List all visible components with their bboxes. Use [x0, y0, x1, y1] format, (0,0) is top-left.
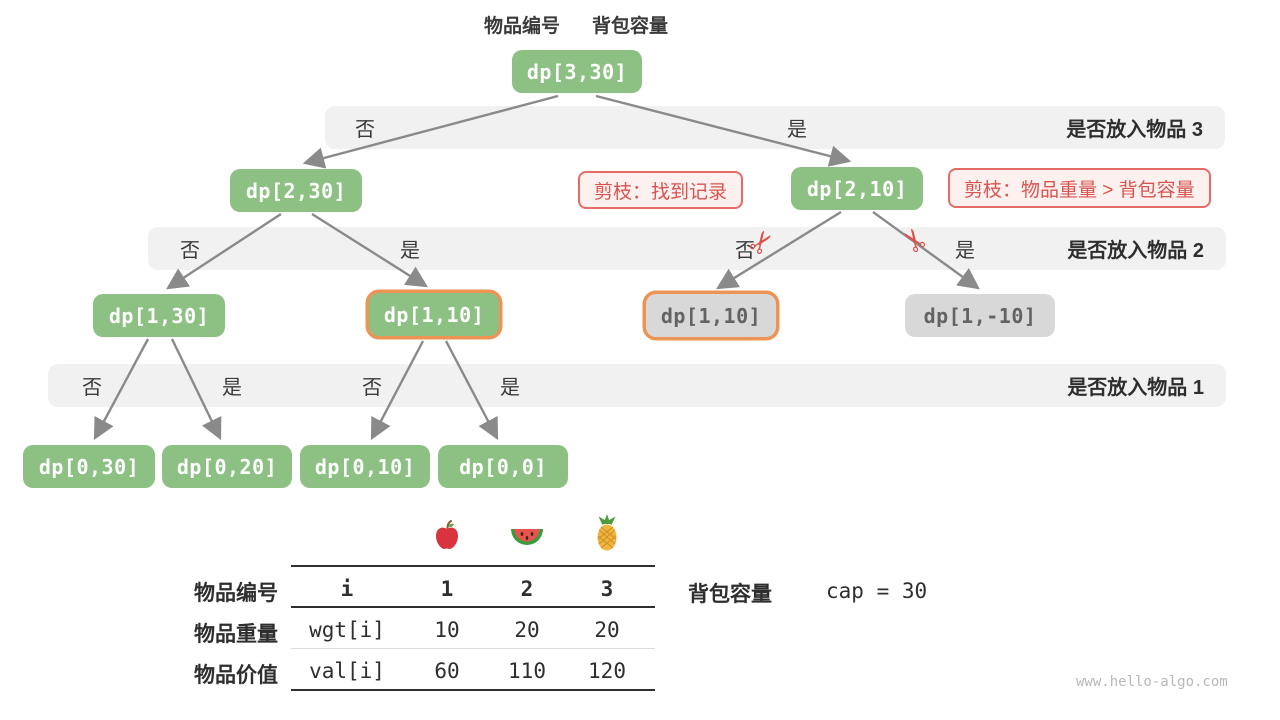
decision-band-item1: 否 是 否 是 是否放入物品 1: [48, 364, 1226, 407]
band1-no2-label: 否: [362, 377, 382, 399]
table-header-row-label: 物品编号: [194, 582, 278, 605]
table-value-col1: 60: [434, 659, 460, 683]
table-value-row-label: 物品价值: [194, 664, 278, 687]
table-header-col2: 2: [520, 577, 534, 601]
table-value-code: val[i]: [309, 659, 385, 683]
band2-right-label: 是否放入物品 2: [1067, 240, 1204, 262]
node-dp-2-30: dp[2,30]: [230, 169, 362, 212]
decision-band-item2: 否 是 否 是 是否放入物品 2: [148, 227, 1226, 270]
table-weight-col3: 20: [594, 618, 620, 642]
node-dp-0-0: dp[0,0]: [438, 445, 568, 488]
table-weight-col2: 20: [514, 618, 540, 642]
band1-no1-label: 否: [82, 377, 102, 399]
table-header-col1: 1: [440, 577, 454, 601]
pineapple-icon: [597, 514, 617, 551]
top-label-item-number: 物品编号: [484, 16, 561, 37]
band1-yes1-label: 是: [222, 377, 242, 399]
table-weight-code: wgt[i]: [309, 618, 385, 642]
table-weight-col1: 10: [434, 618, 460, 642]
band2-yes2-label: 是: [955, 240, 975, 262]
band2-yes1-label: 是: [400, 240, 420, 262]
node-dp-1-30: dp[1,30]: [93, 294, 225, 337]
table-rule-separator: [291, 648, 655, 649]
band3-yes-label: 是: [787, 119, 807, 141]
watermark: www.hello-algo.com: [1076, 674, 1228, 690]
band1-right-label: 是否放入物品 1: [1067, 377, 1204, 399]
node-dp-0-20: dp[0,20]: [162, 445, 292, 488]
node-dp-2-10: dp[2,10]: [791, 167, 923, 210]
table-rule-header: [291, 606, 655, 608]
node-dp-1-10-memo: dp[1,10]: [646, 294, 776, 337]
node-dp-1-10-highlight: dp[1,10]: [369, 293, 499, 336]
band2-no1-label: 否: [180, 240, 200, 262]
band3-right-label: 是否放入物品 3: [1066, 119, 1203, 141]
table-header-code: i: [340, 577, 354, 601]
node-dp-3-30: dp[3,30]: [512, 50, 642, 93]
table-header-col3: 3: [600, 577, 614, 601]
node-dp-1-neg10: dp[1,-10]: [905, 294, 1055, 337]
table-rule-top: [291, 565, 655, 567]
prune-badge-found-record: 剪枝：找到记录: [578, 171, 744, 209]
table-weight-row-label: 物品重量: [194, 623, 278, 646]
capacity-label: 背包容量: [688, 583, 772, 606]
capacity-value: cap = 30: [826, 579, 928, 603]
decision-band-item3: 否 是 是否放入物品 3: [325, 106, 1225, 149]
table-rule-bottom: [291, 689, 655, 691]
band1-yes2-label: 是: [500, 377, 520, 399]
top-label-capacity: 背包容量: [592, 16, 669, 37]
band3-no-label: 否: [355, 119, 375, 141]
node-dp-0-10: dp[0,10]: [300, 445, 430, 488]
table-value-col2: 110: [508, 659, 546, 683]
watermelon-icon: [511, 529, 543, 545]
node-dp-0-30: dp[0,30]: [23, 445, 155, 488]
prune-badge-over-capacity: 剪枝：物品重量 > 背包容量: [948, 168, 1211, 208]
apple-icon: [436, 520, 458, 549]
table-value-col3: 120: [588, 659, 626, 683]
